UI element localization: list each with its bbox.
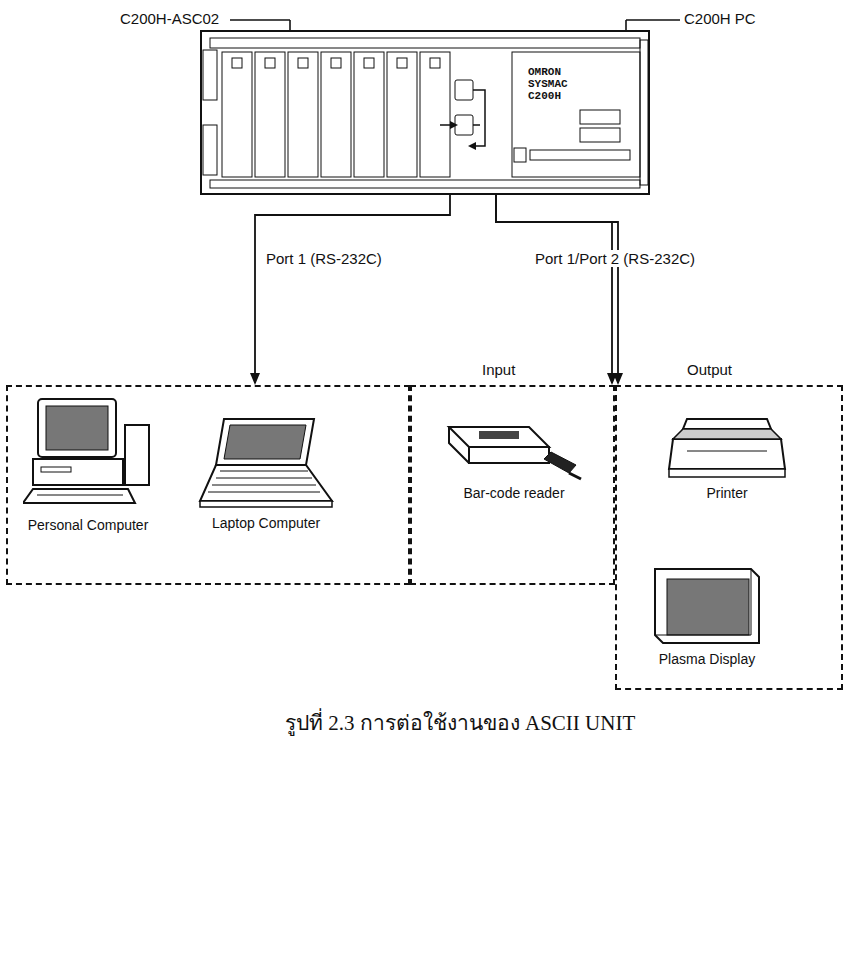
output-region: OutputPrinterPlasma Display — [615, 385, 843, 690]
part-label: C200H-ASC02 — [120, 10, 219, 27]
group-heading: Output — [687, 361, 732, 378]
device-label: Laptop Computer — [186, 515, 346, 532]
device-node: Personal Computer — [18, 395, 158, 534]
port-label: Port 1 (RS-232C) — [263, 250, 385, 267]
pc-icon — [18, 395, 158, 513]
bar-icon — [434, 407, 594, 481]
port-label: Port 1/Port 2 (RS-232C) — [532, 250, 698, 267]
device-node: Plasma Display — [637, 565, 777, 668]
serial-cable — [496, 195, 617, 385]
figure-caption: รูปที่ 2.3 การต่อใช้งานของ ASCII UNIT — [285, 706, 635, 739]
device-node: Printer — [657, 415, 797, 502]
serial-cable — [250, 195, 450, 385]
plc-rack: OMRON SYSMAC C200H — [200, 30, 650, 195]
device-label: Personal Computer — [18, 517, 158, 534]
brand-text: OMRON SYSMAC C200H — [528, 66, 580, 102]
group-region: Personal Computer Laptop Computer — [6, 385, 410, 585]
input-region: InputBar-code reader — [410, 385, 615, 585]
part-label: C200H PC — [684, 10, 756, 27]
device-label: Bar-code reader — [434, 485, 594, 502]
printer-icon — [657, 415, 797, 481]
device-node: Laptop Computer — [186, 415, 346, 532]
plasma-icon — [637, 565, 777, 647]
device-label: Printer — [657, 485, 797, 502]
serial-cable — [496, 195, 623, 385]
device-label: Plasma Display — [637, 651, 777, 668]
laptop-icon — [186, 415, 346, 511]
device-node: Bar-code reader — [434, 407, 594, 502]
group-heading: Input — [482, 361, 515, 378]
